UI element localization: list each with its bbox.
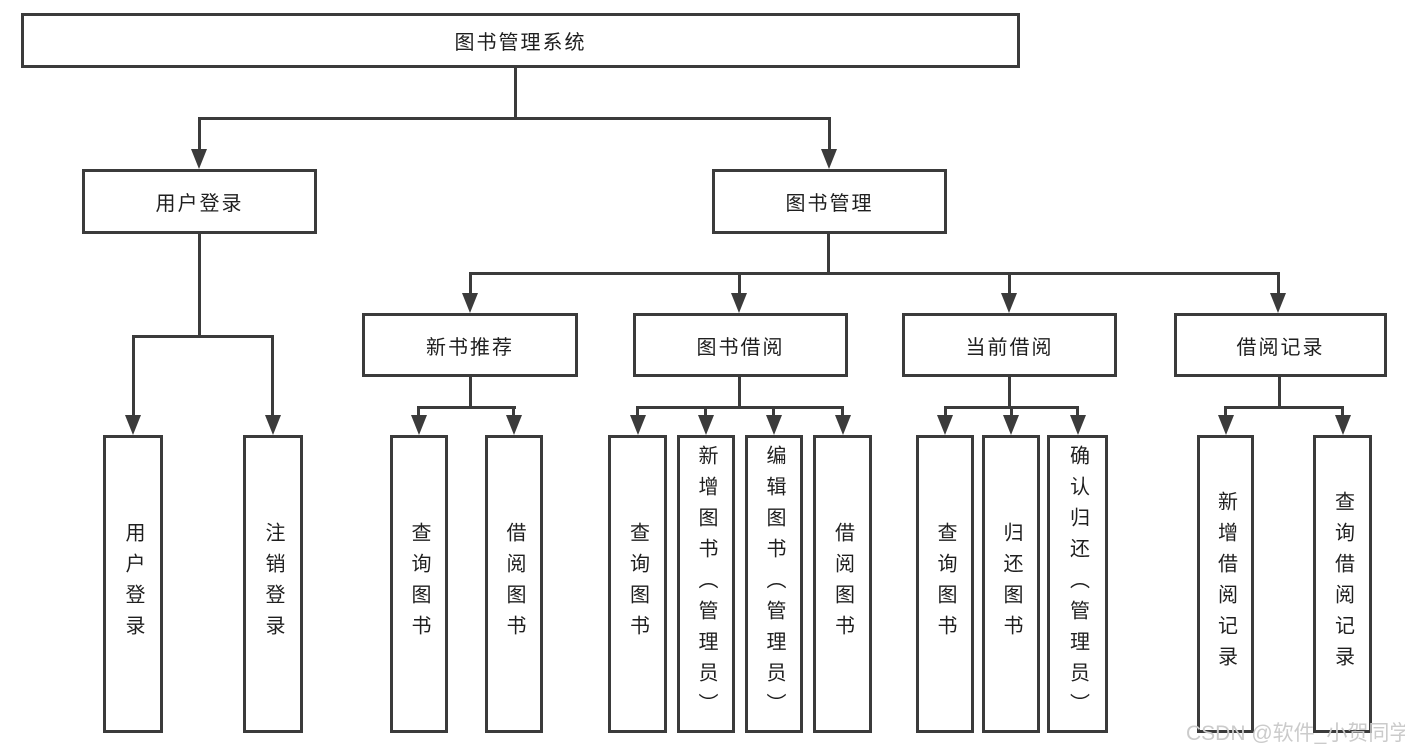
leaf-label: 查询借阅记录	[1331, 491, 1354, 677]
connector-vline	[738, 377, 741, 409]
node-label: 图书管理系统	[454, 32, 587, 54]
leaf-label: 注销登录	[262, 522, 284, 646]
leaf-query-books-recommend: 查询图书	[390, 435, 448, 733]
node-new-book-recommend: 新书推荐	[362, 313, 578, 377]
arrow-down-icon	[821, 149, 837, 169]
arrow-down-icon	[1335, 415, 1351, 435]
connector-vline	[704, 406, 707, 418]
arrow-down-icon	[1218, 415, 1234, 435]
arrow-down-icon	[835, 415, 851, 435]
leaf-query-borrow-record: 查询借阅记录	[1313, 435, 1372, 733]
leaf-query-books-current: 查询图书	[916, 435, 974, 733]
connector-vline	[1076, 406, 1079, 418]
leaf-return-book: 归还图书	[982, 435, 1040, 733]
leaf-label: 编辑图书（管理员）	[763, 444, 785, 724]
node-library-management-system: 图书管理系统	[21, 13, 1020, 68]
connector-vline	[828, 117, 831, 152]
leaf-label: 确认归还（管理员）	[1066, 444, 1089, 724]
leaf-borrow-books: 借阅图书	[813, 435, 872, 733]
connector-hline	[418, 406, 516, 409]
arrow-down-icon	[411, 415, 427, 435]
connector-vline	[469, 272, 472, 296]
connector-hline	[636, 406, 844, 409]
leaf-add-book-admin: 新增图书（管理员）	[677, 435, 735, 733]
arrow-down-icon	[630, 415, 646, 435]
arrow-down-icon	[1070, 415, 1086, 435]
arrow-down-icon	[1003, 415, 1019, 435]
connector-vline	[198, 234, 201, 338]
connector-vline	[636, 406, 639, 418]
connector-vline	[944, 406, 947, 418]
connector-vline	[772, 406, 775, 418]
connector-vline	[1008, 272, 1011, 296]
node-borrow-records: 借阅记录	[1174, 313, 1387, 377]
connector-vline	[469, 377, 472, 409]
arrow-down-icon	[937, 415, 953, 435]
connector-vline	[841, 406, 844, 418]
connector-hline	[198, 117, 831, 120]
node-label: 用户登录	[155, 193, 244, 215]
leaf-label: 用户登录	[122, 522, 144, 646]
connector-vline	[738, 272, 741, 296]
arrow-down-icon	[1001, 293, 1017, 313]
leaf-label: 查询图书	[408, 522, 430, 646]
leaf-label: 新增图书（管理员）	[695, 444, 717, 724]
arrow-down-icon	[766, 415, 782, 435]
arrow-down-icon	[731, 293, 747, 313]
node-user-login: 用户登录	[82, 169, 317, 234]
node-label: 图书借阅	[696, 336, 785, 359]
connector-hline	[1224, 406, 1344, 409]
connector-vline	[1010, 406, 1013, 418]
connector-vline	[827, 234, 830, 275]
leaf-add-borrow-record: 新增借阅记录	[1197, 435, 1254, 733]
arrow-down-icon	[191, 149, 207, 169]
node-label: 图书管理	[785, 193, 874, 215]
leaf-logout: 注销登录	[243, 435, 303, 733]
node-label: 新书推荐	[426, 336, 514, 359]
leaf-edit-book-admin: 编辑图书（管理员）	[745, 435, 803, 733]
leaf-label: 借阅图书	[831, 522, 854, 646]
connector-vline	[514, 68, 517, 120]
connector-hline	[132, 335, 274, 338]
leaf-label: 借阅图书	[503, 522, 525, 646]
connector-vline	[132, 335, 135, 418]
arrow-down-icon	[698, 415, 714, 435]
arrow-down-icon	[125, 415, 141, 435]
connector-vline	[1278, 377, 1281, 409]
node-book-management: 图书管理	[712, 169, 947, 234]
node-current-borrow: 当前借阅	[902, 313, 1117, 377]
csdn-watermark: CSDN @软件_小贺同学	[1186, 722, 1405, 745]
leaf-query-books-borrow: 查询图书	[608, 435, 667, 733]
connector-vline	[198, 117, 201, 152]
leaf-user-login: 用户登录	[103, 435, 163, 733]
arrow-down-icon	[462, 293, 478, 313]
connector-hline	[469, 272, 1280, 275]
connector-vline	[1008, 377, 1011, 409]
leaf-confirm-return-admin: 确认归还（管理员）	[1047, 435, 1108, 733]
connector-vline	[271, 335, 274, 418]
leaf-label: 查询图书	[626, 522, 649, 646]
leaf-borrow-books-recommend: 借阅图书	[485, 435, 543, 733]
leaf-label: 新增借阅记录	[1214, 491, 1237, 677]
leaf-label: 归还图书	[1000, 522, 1022, 646]
connector-vline	[1341, 406, 1344, 418]
connector-vline	[1224, 406, 1227, 418]
leaf-label: 查询图书	[934, 522, 956, 646]
arrow-down-icon	[265, 415, 281, 435]
node-book-borrow: 图书借阅	[633, 313, 848, 377]
connector-vline	[417, 406, 420, 418]
connector-vline	[512, 406, 515, 418]
node-label: 借阅记录	[1236, 336, 1325, 359]
node-label: 当前借阅	[965, 336, 1054, 359]
arrow-down-icon	[506, 415, 522, 435]
connector-vline	[1277, 272, 1280, 296]
arrow-down-icon	[1270, 293, 1286, 313]
